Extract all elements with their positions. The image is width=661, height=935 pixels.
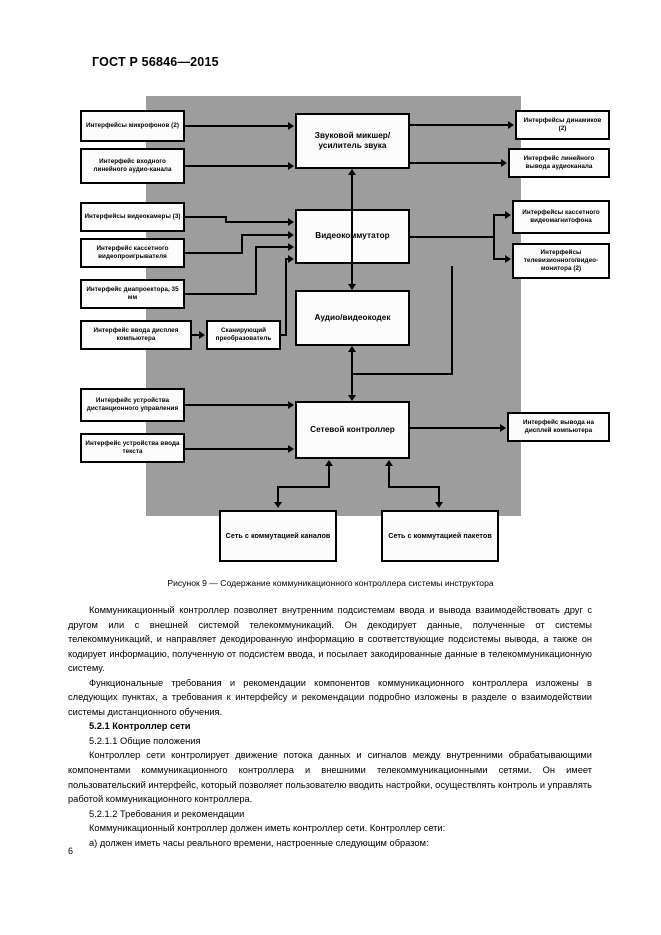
box-scan-converter: Сканирующий преобразователь: [206, 320, 281, 350]
link-netctl-circuit-h: [277, 486, 330, 489]
arrowhead-mixer-in-1: [288, 122, 294, 130]
link-microphones-to-mixer: [185, 125, 289, 128]
subheading-5-2-1-2: 5.2.1.2 Требования и рекомендации: [89, 808, 245, 819]
link-switch-to-vcr-rec-v: [493, 214, 496, 238]
link-codec-branch-v: [451, 266, 454, 375]
arrowhead-codec-bottom: [348, 346, 357, 352]
link-netctl-circuit-v2: [277, 486, 280, 506]
document-header: ГОСТ Р 56846—2015: [92, 55, 219, 69]
link-switch-to-vcr-rec-h: [410, 236, 495, 239]
box-tv-video-monitor: Интерфейсы телевизионного/видео-монитора…: [512, 243, 610, 279]
arrowhead-converter-in: [199, 331, 205, 339]
arrowhead-switch-in-2: [288, 231, 294, 239]
box-network-controller: Сетевой контроллер: [295, 401, 410, 459]
link-switch-to-tv-v: [493, 236, 496, 260]
link-codec-to-netctl: [351, 349, 354, 397]
paragraph-5: а) должен иметь часы реального времени, …: [89, 837, 429, 848]
arrowhead-mixer-in-2: [288, 162, 294, 170]
link-codec-branch-h: [353, 373, 453, 376]
arrowhead-codec-top: [348, 284, 357, 290]
body-text: Коммуникационный контроллер позволяет вн…: [68, 603, 592, 850]
box-audio-mixer: Звуковой микшер/ усилитель звука: [295, 113, 410, 169]
box-microphones: Интерфейсы микрофонов (2): [80, 110, 185, 142]
link-vcr-rec-in-h: [493, 214, 506, 217]
link-netctl-packet-v1: [388, 465, 391, 488]
subheading-5-2-1-1: 5.2.1.1 Общие положения: [89, 735, 201, 746]
arrowhead-tv-monitor-in: [505, 255, 511, 263]
link-vcr-player-to-switch: [241, 234, 289, 237]
link-netctl-circuit-v1: [328, 465, 331, 488]
box-speakers: Интерфейсы динамиков (2): [515, 110, 610, 140]
box-circuit-switched-network: Сеть с коммутацией каналов: [219, 510, 337, 562]
link-netctl-to-display-out: [410, 427, 502, 430]
link-mixer-to-line-audio-out: [410, 162, 503, 165]
link-mixer-to-speakers: [410, 124, 510, 127]
link-vcr-player-stub-v: [241, 234, 244, 254]
section-heading-5-2-1: 5.2.1 Контроллер сети: [89, 721, 191, 732]
arrowhead-netctl-bottom-2: [385, 460, 394, 466]
arrowhead-speakers-in: [508, 121, 514, 129]
link-tv-in-h: [493, 258, 506, 261]
link-remote-to-netctl: [185, 404, 289, 407]
arrowhead-packet-network-in: [435, 502, 444, 508]
box-remote-control: Интерфейс устройства дистанционного упра…: [80, 388, 185, 422]
paragraph-2: Функциональные требования и рекомендации…: [68, 677, 592, 717]
arrowhead-switch-in-4: [288, 255, 294, 263]
arrowhead-netctl-top: [348, 395, 357, 401]
link-converter-stub-v: [285, 258, 288, 336]
link-converter-stub-h: [281, 334, 287, 337]
figure-caption: Рисунок 9 — Содержание коммуникационного…: [167, 578, 494, 588]
link-text-to-netctl: [185, 448, 289, 451]
box-vcr-recorder: Интерфейсы кассетного видеомагнитофона: [512, 200, 610, 234]
paragraph-1: Коммуникационный контроллер позволяет вн…: [68, 605, 592, 674]
link-converter-to-switch: [285, 258, 289, 261]
arrowhead-switch-in-3: [288, 243, 294, 251]
link-projector-to-switch: [255, 246, 289, 249]
arrowhead-line-audio-out-in: [501, 159, 507, 167]
link-vcr-player-stub-h: [185, 252, 243, 255]
arrowhead-netctl-in-1: [288, 401, 294, 409]
arrowhead-circuit-network-in: [274, 502, 283, 508]
box-computer-display-in: Интерфейс ввода дисплея компьютера: [80, 320, 192, 350]
box-slide-projector: Интерфейс диапроектора, 35 мм: [80, 279, 185, 309]
box-vcr-player: Интерфейс кассетного видеопроигрывателя: [80, 238, 185, 268]
box-packet-switched-network: Сеть с коммутацией пакетов: [381, 510, 499, 562]
box-video-cameras: Интерфейсы видеокамеры (3): [80, 202, 185, 232]
link-line-audio-in-to-mixer: [185, 165, 289, 168]
arrowhead-netctl-bottom-1: [325, 460, 334, 466]
arrowhead-netctl-in-2: [288, 445, 294, 453]
arrowhead-vcr-recorder-in: [505, 211, 511, 219]
box-av-codec: Аудио/видеокодек: [295, 290, 410, 346]
link-display-in-to-converter: [192, 334, 200, 337]
box-computer-display-out: Интерфейс вывода на дисплей компьютера: [507, 412, 610, 442]
link-mixer-codec-vertical: [351, 172, 354, 287]
box-line-audio-out: Интерфейс линейного вывода аудиоканала: [508, 148, 610, 178]
paragraph-3: Контроллер сети контролирует движение по…: [68, 750, 592, 805]
paragraph-4: Коммуникационный контроллер должен иметь…: [89, 823, 446, 834]
link-cameras-to-switch: [225, 221, 289, 224]
box-line-audio-in: Интерфейс входного линейного аудио-канал…: [80, 148, 185, 184]
arrowhead-mixer-bottom: [348, 169, 357, 175]
link-projector-stub-h: [185, 293, 257, 296]
box-text-input-device: Интерфейс устройства ввода текста: [80, 433, 185, 463]
link-projector-stub-v: [255, 246, 258, 295]
link-netctl-packet-v2: [438, 486, 441, 506]
arrowhead-switch-in-1: [288, 218, 294, 226]
figure-9: Интерфейсы микрофонов (2) Интерфейс вход…: [80, 96, 610, 566]
link-netctl-packet-h: [388, 486, 440, 489]
page-number: 6: [68, 846, 74, 856]
link-cameras-stub-h: [185, 216, 227, 219]
arrowhead-display-out-in: [500, 424, 506, 432]
link-cameras-stub-v: [225, 216, 228, 223]
